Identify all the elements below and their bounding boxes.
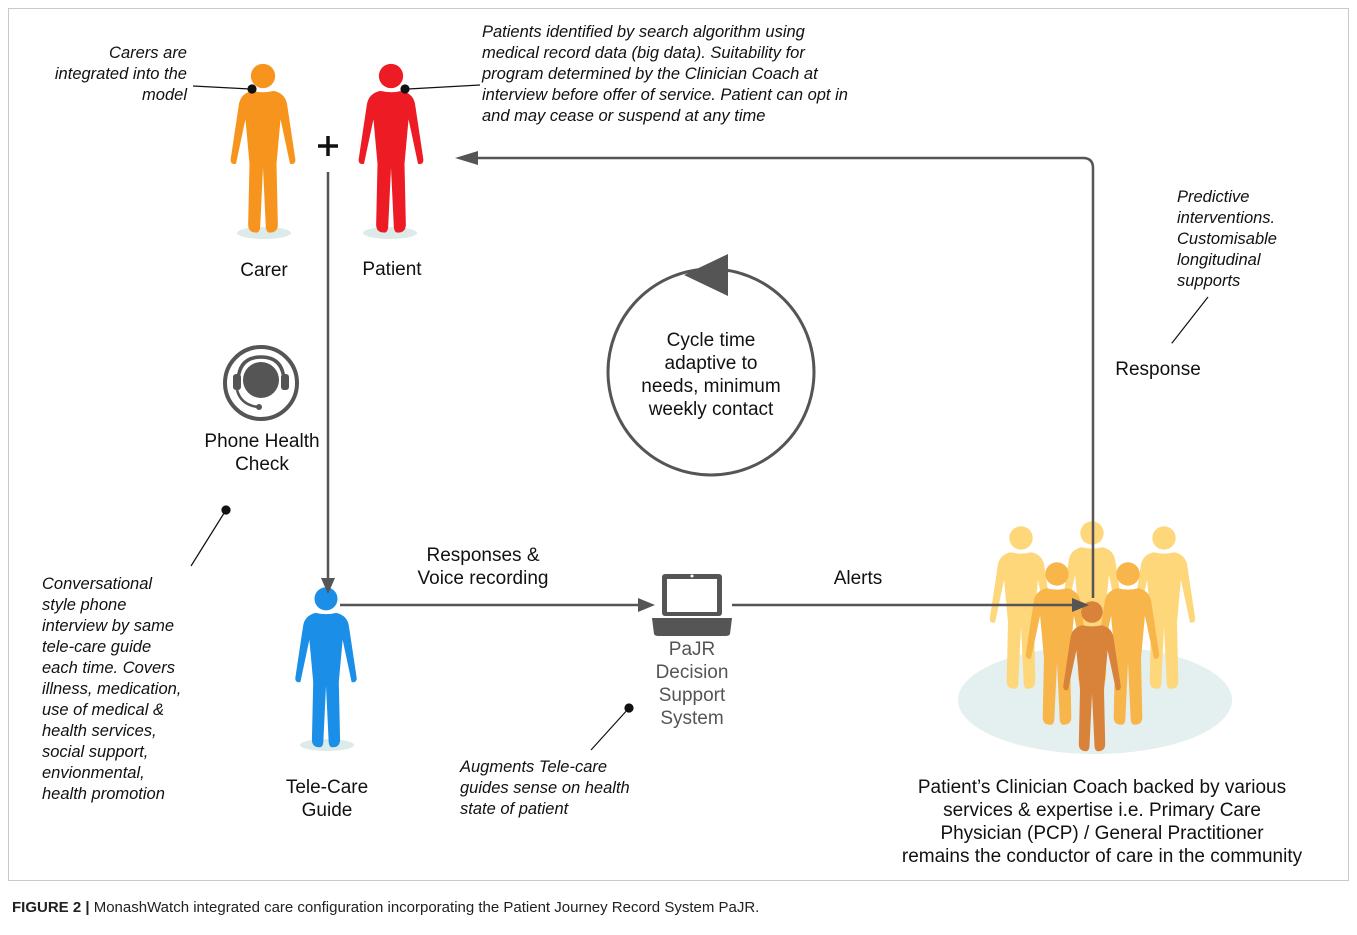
- augments-note: Augments Tele-care guides sense on healt…: [460, 758, 630, 818]
- patient-label: Patient: [362, 259, 422, 280]
- predictive-note: Predictive interventions. Customisable l…: [1177, 188, 1277, 290]
- leader-lines: [190, 84, 1209, 751]
- tele-care-guide-label: Tele-Care Guide: [285, 777, 369, 821]
- figure-caption: FIGURE 2 | MonashWatch integrated care c…: [12, 899, 759, 916]
- flow-arrows: [326, 156, 1095, 607]
- response-label: Response: [1115, 359, 1201, 380]
- laptop-icon: [652, 574, 732, 636]
- carers-note: Carers are integrated into the model: [54, 44, 187, 104]
- cycle-arrow-icon: [684, 254, 728, 296]
- patients-note: Patients identified by search algorithm …: [482, 23, 848, 125]
- figure-frame: [8, 8, 1349, 881]
- alerts-label: Alerts: [833, 568, 883, 589]
- clinician-team: [958, 521, 1232, 754]
- patient-shadow: [363, 227, 417, 239]
- arrowhead: [321, 578, 335, 594]
- response-arrow: [478, 156, 1095, 598]
- caption-text: MonashWatch integrated care configuratio…: [89, 899, 760, 916]
- tele-care-guide-shadow: [300, 739, 354, 751]
- carer-shadow: [237, 227, 291, 239]
- responses-voice-label: Responses & Voice recording: [417, 545, 549, 589]
- phone-health-check-label: Phone Health Check: [204, 431, 320, 475]
- headset-icon: [223, 345, 299, 421]
- arrowhead: [1072, 598, 1089, 612]
- conversational-note: Conversational style phone interview by …: [42, 575, 182, 803]
- arrowhead: [638, 598, 655, 612]
- carer-figure: [230, 63, 296, 233]
- clinician-coach-label: Patient’s Clinician Coach backed by vari…: [901, 777, 1303, 867]
- pajr-label: PaJR Decision Support System: [655, 639, 729, 729]
- carer-label: Carer: [240, 260, 288, 281]
- caption-label: FIGURE 2 |: [12, 899, 90, 916]
- tele-care-guide-figure: [295, 587, 357, 748]
- plus-icon: [318, 136, 338, 156]
- cycle-label: Cycle time adaptive to needs, minimum we…: [641, 330, 781, 420]
- arrowhead: [455, 151, 478, 165]
